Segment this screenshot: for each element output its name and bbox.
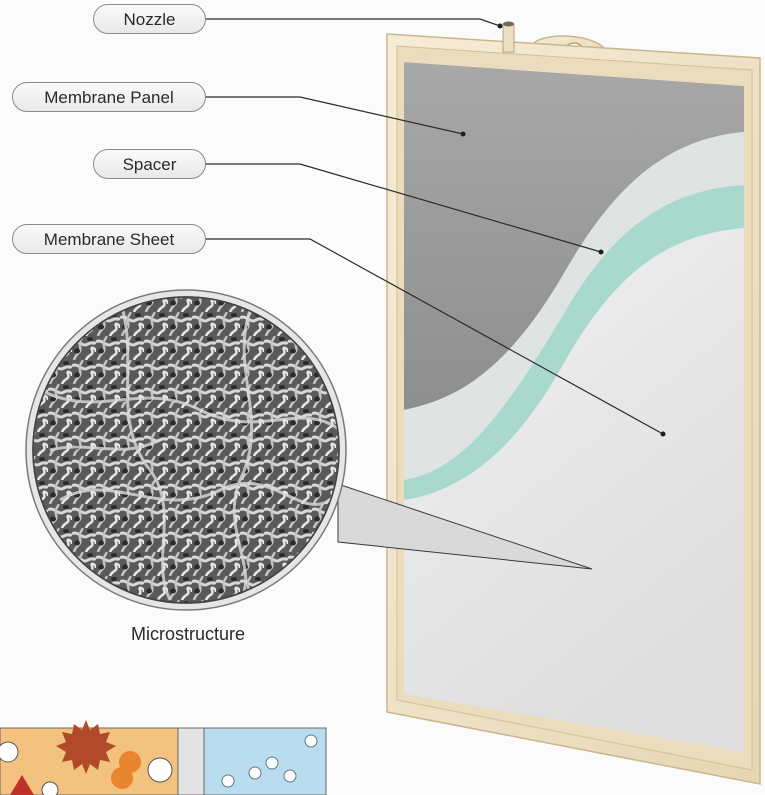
bottom-inset-left xyxy=(0,720,178,795)
nozzle-label: Nozzle xyxy=(93,4,206,34)
microstructure-view xyxy=(26,290,346,610)
spacer-label: Spacer xyxy=(93,149,206,179)
nozzle-leader xyxy=(206,19,500,26)
membrane-sheet-label: Membrane Sheet xyxy=(12,224,206,254)
bottom-inset-right xyxy=(204,728,326,795)
nozzle xyxy=(503,22,514,53)
membrane-panel-label: Membrane Panel xyxy=(12,82,206,112)
microstructure-caption: Microstructure xyxy=(98,624,278,645)
bottom-inset-gap xyxy=(178,728,204,795)
